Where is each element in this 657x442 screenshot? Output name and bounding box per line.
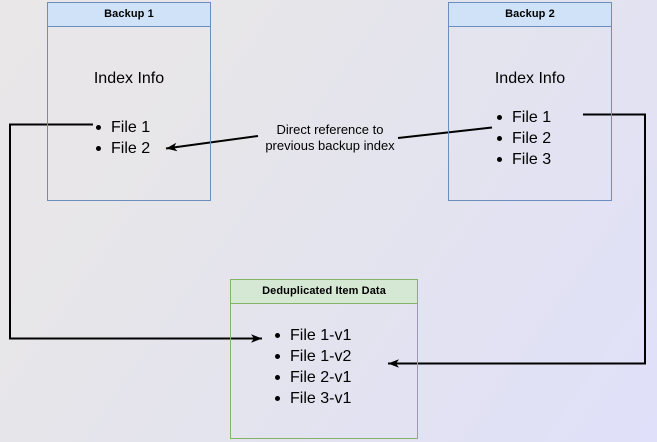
dedup-header: Deduplicated Item Data (231, 280, 417, 304)
list-item: File 1 (94, 117, 150, 138)
dedup-header-label: Deduplicated Item Data (262, 285, 386, 297)
direct-reference-label-line1: Direct reference to (276, 122, 384, 137)
list-item: File 2-v1 (273, 367, 351, 388)
backup1-header: Backup 1 (48, 3, 210, 27)
dedup-item-list: File 1-v1 File 1-v2 File 2-v1 File 3-v1 (273, 325, 351, 409)
list-item: File 2 (94, 138, 150, 159)
list-item: File 1-v2 (273, 346, 351, 367)
dedup-box[interactable]: Deduplicated Item Data File 1-v1 File 1-… (230, 279, 418, 439)
backup1-body: Index Info File 1 File 2 (48, 27, 210, 202)
backup2-file-list: File 1 File 2 File 3 (495, 107, 551, 170)
backup2-body: Index Info File 1 File 2 File 3 (449, 27, 611, 202)
backup1-index-title: Index Info (93, 70, 165, 87)
backup2-index-title: Index Info (494, 70, 566, 87)
list-item: File 3 (495, 149, 551, 170)
backup1-file-list: File 1 File 2 (94, 117, 150, 159)
backup1-header-label: Backup 1 (104, 8, 154, 20)
direct-reference-label: Direct reference to previous backup inde… (240, 122, 420, 154)
backup2-header-label: Backup 2 (505, 8, 555, 20)
backup1-box[interactable]: Backup 1 Index Info File 1 File 2 (47, 2, 211, 201)
list-item: File 3-v1 (273, 388, 351, 409)
backup2-header: Backup 2 (449, 3, 611, 27)
list-item: File 2 (495, 128, 551, 149)
list-item: File 1 (495, 107, 551, 128)
dedup-body: File 1-v1 File 1-v2 File 2-v1 File 3-v1 (231, 304, 417, 440)
list-item: File 1-v1 (273, 325, 351, 346)
backup2-box[interactable]: Backup 2 Index Info File 1 File 2 File 3 (448, 2, 612, 201)
direct-reference-label-line2: previous backup index (265, 138, 395, 153)
